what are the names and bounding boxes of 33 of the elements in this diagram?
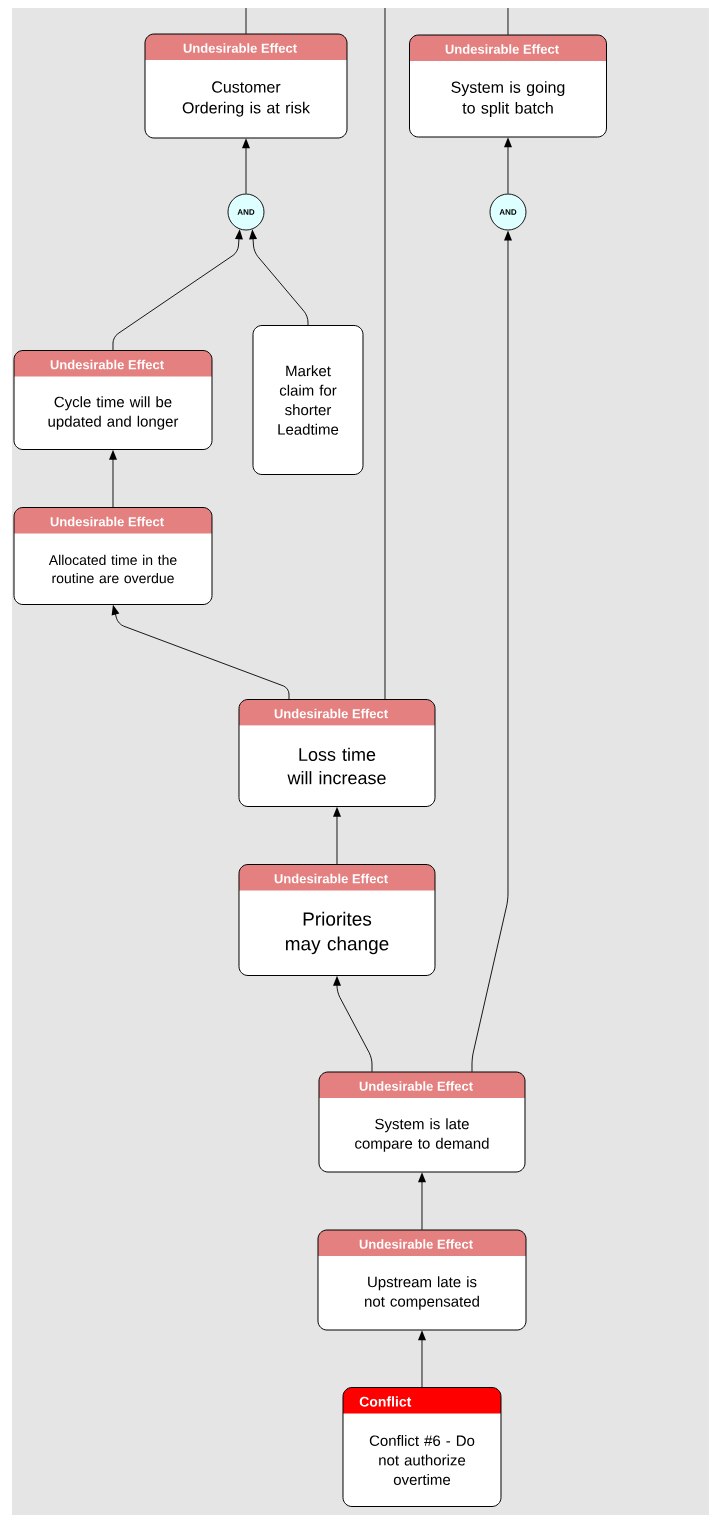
connector-line bbox=[507, 7, 509, 36]
arrow bbox=[112, 229, 243, 351]
connector-line bbox=[245, 7, 247, 35]
effect-box: Undesirable Effect Upstream late is not compensated bbox=[317, 1229, 527, 1331]
header-band: Undesirable Effect bbox=[318, 1230, 526, 1256]
arrow bbox=[333, 975, 373, 1073]
arrow bbox=[471, 230, 512, 1073]
header-band: Undesirable Effect bbox=[14, 507, 212, 534]
header-band: Undesirable Effect bbox=[14, 350, 212, 377]
effect-box: Undesirable Effect Priorites may change bbox=[238, 864, 436, 976]
effect-box: Undesirable Effect System is going to split batch bbox=[409, 34, 607, 138]
arrow bbox=[333, 806, 341, 865]
arrow bbox=[242, 138, 250, 194]
effect-box: Undesirable Effect System is late compare to demand bbox=[318, 1071, 526, 1173]
header-band: Conflict bbox=[343, 1387, 501, 1414]
header-band: Undesirable Effect bbox=[239, 864, 435, 891]
effect-box: Undesirable Effect Cycle time will be updated and longer bbox=[13, 350, 213, 450]
connector-line bbox=[384, 7, 386, 700]
header-band: Undesirable Effect bbox=[409, 35, 607, 61]
arrow bbox=[109, 449, 117, 508]
header-band: Undesirable Effect bbox=[239, 699, 435, 726]
arrow bbox=[418, 1330, 426, 1388]
effect-box: Undesirable Effect Allocated time in the routine are overdue bbox=[13, 507, 213, 605]
arrow bbox=[249, 229, 309, 326]
conflict-box: Conflict Conflict #6 - Do not authorize overtime bbox=[342, 1387, 502, 1507]
header-band: Undesirable Effect bbox=[319, 1072, 525, 1098]
arrow bbox=[504, 137, 512, 194]
effect-box: Undesirable Effect Loss time will increase bbox=[238, 699, 436, 807]
header-band: Undesirable Effect bbox=[145, 34, 347, 60]
effect-box: Undesirable Effect Customer Ordering is at risk bbox=[144, 33, 348, 139]
arrow bbox=[111, 604, 290, 700]
arrow bbox=[418, 1172, 426, 1231]
entity-box: Market claim for shorter Leadtime bbox=[252, 325, 364, 475]
